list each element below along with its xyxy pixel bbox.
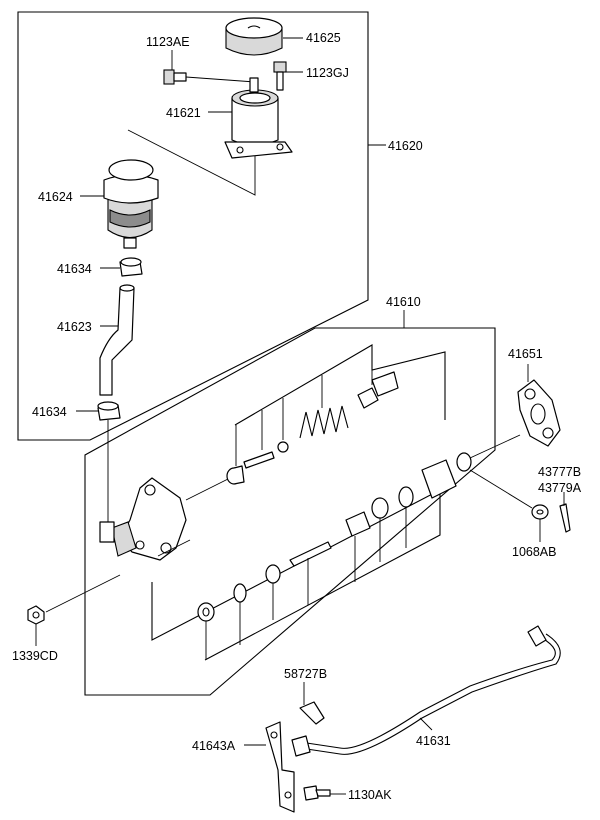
gasket-part xyxy=(517,379,561,447)
clutch-pipe-part xyxy=(291,625,561,757)
label-41634-lower: 41634 xyxy=(32,405,67,419)
label-1123ae: 1123AE xyxy=(146,35,190,49)
label-41631: 41631 xyxy=(416,734,451,748)
upper-internal-parts xyxy=(226,371,399,485)
washer-1068ab-part xyxy=(531,504,549,520)
label-41624: 41624 xyxy=(38,190,73,204)
hose-part xyxy=(99,284,135,396)
label-43777b: 43777B xyxy=(538,465,581,479)
bolt-1130ak-part xyxy=(303,785,331,801)
master-cylinder-group-frame xyxy=(84,327,496,696)
label-41651: 41651 xyxy=(508,347,543,361)
label-43779a: 43779A xyxy=(538,481,582,495)
clip-58727b-part xyxy=(299,701,325,725)
reservoir-connector-lines xyxy=(127,129,256,196)
label-41620: 41620 xyxy=(388,139,423,153)
pipe-bracket-part xyxy=(265,721,295,813)
reservoir-cap-part xyxy=(225,17,283,56)
lower-internal-parts xyxy=(197,452,472,622)
internal-parts-lower-bracket xyxy=(151,489,441,641)
label-41634-upper: 41634 xyxy=(57,262,92,276)
label-41625: 41625 xyxy=(306,31,341,45)
label-1339cd: 1339CD xyxy=(12,649,58,663)
pin-43777b-part xyxy=(559,503,571,533)
hose-clamp-lower-part xyxy=(97,401,121,421)
hose-clamp-upper-part xyxy=(119,257,143,277)
label-41610: 41610 xyxy=(386,295,421,309)
label-41643a: 41643A xyxy=(192,739,236,753)
label-1123gj: 1123GJ xyxy=(306,66,349,80)
label-41623: 41623 xyxy=(57,320,92,334)
label-1130ak: 1130AK xyxy=(348,788,392,802)
label-58727b: 58727B xyxy=(284,667,327,681)
label-41621: 41621 xyxy=(166,106,201,120)
label-1068ab: 1068AB xyxy=(512,545,556,559)
screw-1123gj-part xyxy=(273,61,287,91)
bolt-1123ae-part xyxy=(163,69,187,85)
nut-1339cd-part xyxy=(27,605,45,625)
reservoir-bracket-part xyxy=(224,77,293,159)
reservoir-part xyxy=(103,159,159,249)
master-cylinder-body-part xyxy=(99,477,187,561)
reservoir-group-frame xyxy=(17,11,369,441)
